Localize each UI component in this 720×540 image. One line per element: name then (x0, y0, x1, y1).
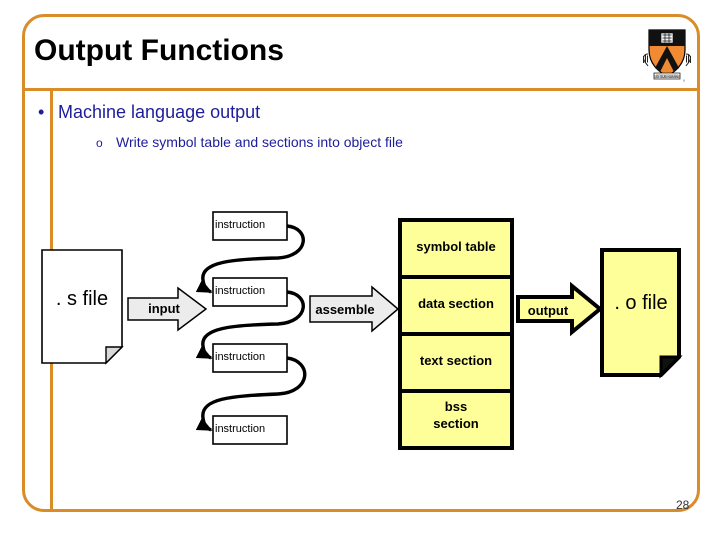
section-label-bss-line2: section (433, 416, 479, 431)
input-arrow-shape (127, 286, 208, 332)
instruction-box-3 (212, 343, 288, 373)
object-sections-stack (398, 218, 514, 450)
instruction-box-4 (212, 415, 288, 445)
section-label-symbol-table: symbol table (416, 239, 496, 254)
section-label-bss-line1: bss (444, 399, 468, 414)
instruction-label-3: instruction (215, 351, 266, 363)
slide-frame-horizontal-rule (22, 88, 698, 91)
instruction-flow-connectors (195, 224, 307, 432)
instruction-label-4: instruction (215, 423, 266, 435)
output-arrow-label: output (527, 303, 569, 318)
instruction-label-2: instruction (215, 285, 266, 297)
output-arrow-shape (516, 281, 604, 337)
bullet-level1-label: Machine language output (58, 102, 261, 122)
instruction-box-1 (212, 211, 288, 241)
bullet-marker-circle: o (96, 136, 103, 150)
page-number: 28 (676, 498, 690, 512)
page-title: Output Functions (34, 34, 284, 67)
input-arrow-label: input (148, 301, 180, 316)
section-label-data-section: data section (418, 296, 494, 311)
bullet-level2-label: Write symbol table and sections into obj… (116, 134, 403, 150)
bullet-level2: o Write symbol table and sections into ob… (96, 134, 403, 150)
section-label-bss-section: bss section (400, 398, 512, 432)
source-file-shape (41, 249, 124, 365)
bullet-marker-disc: • (38, 102, 45, 122)
svg-text:DEI SUB NUMINE: DEI SUB NUMINE (654, 75, 680, 79)
source-file-label: . s file (55, 288, 109, 310)
assemble-arrow-shape (309, 285, 400, 333)
svg-text:U: U (683, 79, 685, 83)
object-file-label: . o file (614, 292, 668, 314)
bullet-level1: • Machine language output (38, 102, 260, 123)
object-file-shape (600, 248, 683, 379)
instruction-label-1: instruction (215, 219, 266, 231)
princeton-shield-logo: DEI SUB NUMINE U (641, 20, 693, 83)
section-label-text-section: text section (419, 353, 493, 368)
assemble-arrow-label: assemble (315, 302, 375, 317)
